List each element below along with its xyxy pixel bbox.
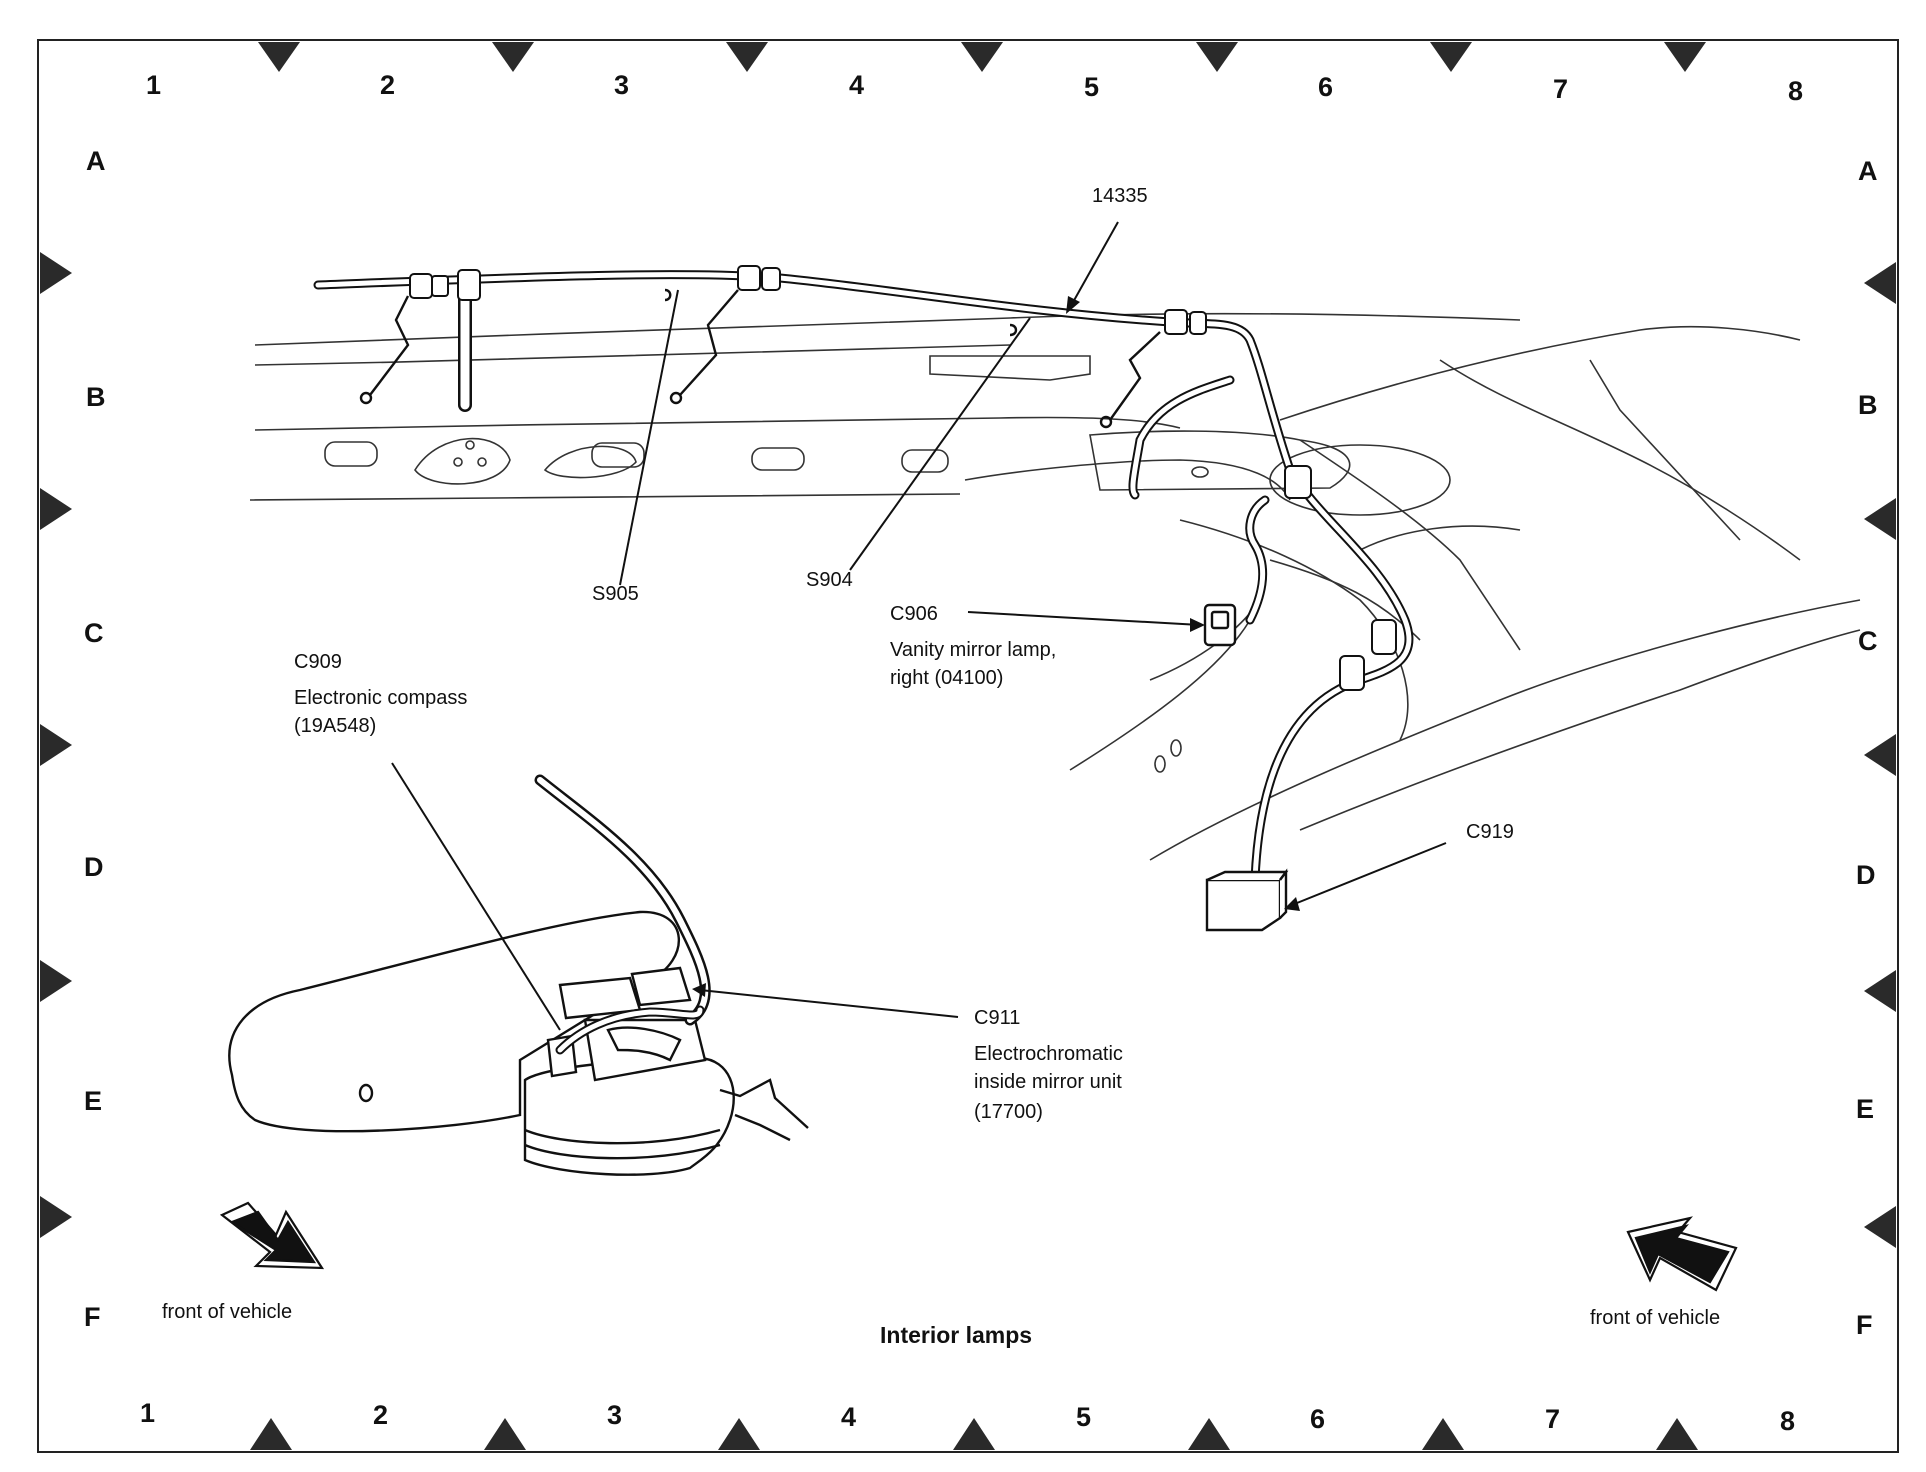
grid-row-left-a: A bbox=[86, 146, 106, 176]
front-arrow-left-icon bbox=[219, 1201, 325, 1270]
connector-c906 bbox=[1203, 603, 1237, 647]
harness-pins bbox=[359, 288, 1161, 429]
label-c906-desc-1: Vanity mirror lamp, bbox=[890, 639, 1057, 661]
grid-row-right-a: A bbox=[1858, 156, 1878, 186]
grid-row-left-b: B bbox=[86, 382, 106, 412]
grid-col-top-5: 5 bbox=[1084, 72, 1100, 102]
label-c911-desc-3: (17700) bbox=[974, 1101, 1043, 1123]
grid-col-top-4: 4 bbox=[849, 70, 865, 100]
roof-panel-outline bbox=[249, 312, 1861, 861]
grid-row-right-b: B bbox=[1858, 390, 1878, 420]
diagram-title: Interior lamps bbox=[880, 1322, 1033, 1348]
grid-row-left-e: E bbox=[84, 1086, 103, 1116]
mirror-unit bbox=[228, 910, 809, 1176]
grid-col-bottom-5: 5 bbox=[1076, 1402, 1092, 1432]
grid-markers-right bbox=[1864, 262, 1896, 1248]
label-s905: S905 bbox=[592, 583, 639, 605]
front-of-vehicle-right: front of vehicle bbox=[1590, 1307, 1721, 1329]
grid-col-bottom-8: 8 bbox=[1780, 1406, 1796, 1436]
front-of-vehicle-left: front of vehicle bbox=[162, 1301, 293, 1323]
grid-row-left-d: D bbox=[84, 852, 104, 882]
grid-markers-top bbox=[258, 42, 1706, 72]
grid-row-right-c: C bbox=[1858, 626, 1878, 656]
grid-col-bottom-6: 6 bbox=[1310, 1404, 1326, 1434]
label-c909-id: C909 bbox=[294, 651, 342, 673]
grid-col-top-2: 2 bbox=[380, 70, 396, 100]
grid-col-bottom-2: 2 bbox=[373, 1400, 389, 1430]
grid-col-top-6: 6 bbox=[1318, 72, 1334, 102]
harness-clips bbox=[409, 265, 1397, 691]
label-14335: 14335 bbox=[1092, 185, 1148, 207]
grid-row-right-d: D bbox=[1856, 860, 1876, 890]
label-c909-desc-2: (19A548) bbox=[294, 715, 377, 737]
label-c911-desc-2: inside mirror unit bbox=[974, 1071, 1122, 1093]
label-c911-desc-1: Electrochromatic bbox=[974, 1043, 1123, 1065]
grid-col-top-1: 1 bbox=[146, 70, 162, 100]
connector-c919 bbox=[1205, 868, 1289, 932]
label-c909-desc-1: Electronic compass bbox=[294, 687, 468, 709]
grid-row-left-f: F bbox=[84, 1302, 101, 1332]
leader-lines bbox=[391, 221, 1447, 1031]
label-c919: C919 bbox=[1466, 821, 1514, 843]
grid-col-bottom-3: 3 bbox=[607, 1400, 623, 1430]
grid-col-bottom-1: 1 bbox=[140, 1398, 156, 1428]
grid-markers-bottom bbox=[250, 1418, 1698, 1450]
leader-arrowheads bbox=[692, 296, 1300, 997]
grid-markers-left bbox=[40, 252, 72, 1238]
label-c911-id: C911 bbox=[974, 1007, 1021, 1029]
harness-14335 bbox=[313, 270, 1414, 885]
label-c906-desc-2: right (04100) bbox=[890, 667, 1004, 689]
grid-col-top-8: 8 bbox=[1788, 76, 1804, 106]
grid-col-top-3: 3 bbox=[614, 70, 630, 100]
grid-col-bottom-4: 4 bbox=[841, 1402, 857, 1432]
grid-row-right-f: F bbox=[1856, 1310, 1873, 1340]
label-s904: S904 bbox=[806, 569, 853, 591]
grid-col-top-7: 7 bbox=[1553, 74, 1569, 104]
label-c906-id: C906 bbox=[890, 603, 938, 625]
grid-col-bottom-7: 7 bbox=[1545, 1404, 1561, 1434]
front-arrow-right-icon bbox=[1626, 1216, 1738, 1292]
grid-row-left-c: C bbox=[84, 618, 104, 648]
diagram-frame bbox=[37, 39, 1899, 1453]
grid-row-right-e: E bbox=[1856, 1094, 1875, 1124]
panel-holes bbox=[324, 437, 1451, 773]
